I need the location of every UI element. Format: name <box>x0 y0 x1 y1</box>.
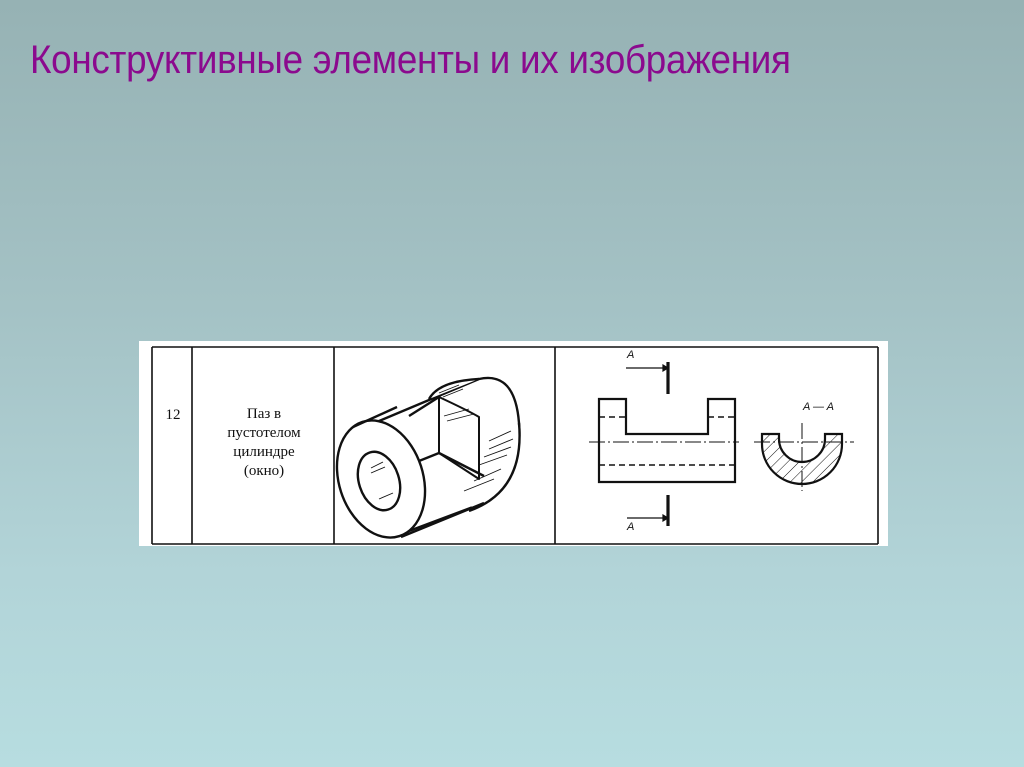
description-line: (окно) <box>243 463 285 479</box>
slide-title: Конструктивные элементы и их изображения <box>30 38 791 82</box>
row-description: Паз в пустотелом цилиндре (окно) <box>193 405 335 481</box>
description-line: Паз в <box>246 406 282 422</box>
row-number: 12 <box>165 407 181 423</box>
description-line: цилиндре <box>233 444 295 460</box>
section-title: A — A <box>803 401 834 413</box>
section-label-bottom: A <box>627 521 635 533</box>
table-grid <box>151 346 879 545</box>
description-line: пустотелом <box>227 425 301 441</box>
section-label-top: A <box>627 349 635 361</box>
isometric-cylinder-drawing <box>335 376 521 539</box>
section-a-a-drawing <box>760 432 844 486</box>
orthographic-view <box>597 397 737 484</box>
figure-table: 12 Паз в пустотелом цилиндре (окно) A A … <box>139 341 888 546</box>
